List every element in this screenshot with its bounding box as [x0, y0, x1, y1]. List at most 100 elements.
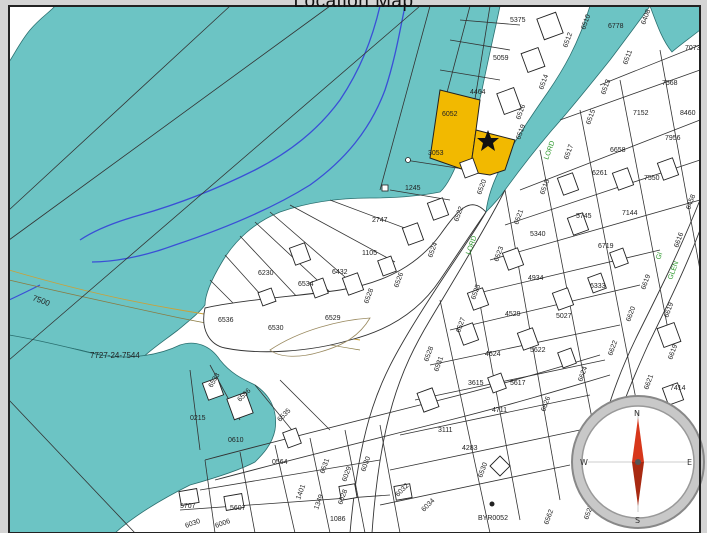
parcel-label: 6030 [184, 518, 201, 530]
stream-line-2 [79, 5, 381, 241]
parcel-label: 0610 [228, 437, 244, 444]
road-label: Gl [655, 251, 664, 260]
lot-grid-lower [179, 364, 401, 533]
lot-grid [379, 44, 701, 533]
parcel-label: 7144 [622, 210, 638, 217]
parcel-label: 1245 [405, 185, 421, 192]
parcel-label: 6527 [583, 504, 595, 521]
parcel-label: 6620 [625, 306, 637, 323]
parcel-label: 6619 [667, 344, 679, 361]
compass-hub-icon [635, 459, 641, 465]
compass-needle-south-icon [632, 462, 644, 506]
parcel-label: 6514 [538, 74, 550, 91]
parcel-label: 4529 [505, 311, 521, 318]
parcel-label: 5707 [180, 503, 196, 510]
map-border [8, 5, 701, 533]
compass-east-label: E [687, 458, 692, 467]
compass-south-label: S [635, 516, 640, 525]
parcel-label: 6536 [218, 317, 234, 324]
parcel-label: 5375 [510, 17, 526, 24]
parcel-label: 4464 [470, 89, 486, 96]
parcel-label: 6230 [258, 270, 274, 277]
parcel-label: 6029 [341, 466, 353, 483]
parcel-label: 7073 [685, 45, 701, 52]
parcel-label: 6523 [493, 246, 505, 263]
parcel-label: 0215 [190, 415, 206, 422]
parcel-label: 6529 [325, 315, 341, 322]
compass-north-label: N [634, 409, 640, 418]
parcel-label: 6626 [540, 396, 552, 413]
parcel-label: 5340 [530, 231, 546, 238]
parcel-label: 6534 [298, 281, 314, 288]
parcel-label: 5059 [493, 55, 509, 62]
parcel-label: 7956 [665, 135, 681, 142]
parcel-label: 6511 [622, 49, 634, 66]
parcel-label: 6510 [580, 14, 592, 31]
parcel-label: 6658 [610, 147, 626, 154]
parcel-label: 6458 [685, 194, 697, 211]
parcel-label: 7550 [644, 175, 660, 182]
main-road [349, 211, 487, 533]
parcel-label: 6517 [563, 144, 575, 161]
subject-star-icon [477, 130, 499, 151]
parcel-label: 5622 [530, 347, 546, 354]
parcel-label: 4711 [492, 407, 507, 414]
parcel-label: 1349 [313, 494, 325, 511]
parcel-label: 3111 [438, 427, 453, 434]
parcel-label: 0564 [272, 459, 288, 466]
parcel-label: 1401 [295, 484, 307, 501]
parcel-label: 6520 [476, 179, 488, 196]
parcel-label: 4934 [528, 275, 544, 282]
curved-road-outline [203, 204, 487, 353]
parcel-label: 5607 [230, 505, 246, 512]
parcel-label: 6432 [332, 269, 348, 276]
cul-de-sac [269, 317, 371, 357]
parcel-label: 4624 [485, 351, 501, 358]
parcel-label: 6619 [640, 274, 652, 291]
parcel-label: 7152 [633, 110, 649, 117]
parcel-label: 6522 [453, 206, 465, 223]
parcel-label: 6030 [360, 456, 372, 473]
parcel-label: 5027 [556, 313, 572, 320]
parcel-label: 6531 [319, 458, 331, 475]
parcel-label: 6512 [562, 32, 574, 49]
channel-water [485, 5, 651, 214]
parcel-label: 7414 [670, 385, 686, 392]
parcel-label: 6516 [515, 104, 527, 121]
channel-water-upper-right [649, 5, 701, 53]
parcel-label: 6619 [663, 302, 675, 319]
land-upper-left [8, 5, 56, 64]
parcel-label: 5617 [510, 380, 526, 387]
parcel-label: 6333 [590, 283, 606, 290]
parcel-label: 6528 [423, 346, 435, 363]
parcel-label-layer: 5375 6778 6510 6512 6408 5059 6514 6511 … [180, 9, 701, 530]
parcel-label: 6527 [455, 317, 467, 334]
parcel-label: 6028 [337, 489, 349, 506]
parcel-label: 6719 [598, 243, 614, 250]
parcel-label: 6261 [592, 170, 608, 177]
parcel-label: 6616 [673, 232, 685, 249]
control-point-icon [405, 157, 411, 163]
main-road-edge [371, 189, 506, 533]
parcel-label: 6006 [214, 518, 231, 530]
parcel-label: 6518 [539, 179, 551, 196]
large-parcel-label: 7727-24-7544 [90, 351, 140, 360]
parcel-label: 6528 [363, 288, 375, 305]
parcel-label: 6526 [393, 272, 405, 289]
compass-rose: N E S W [571, 395, 705, 529]
parcel-label: 6513 [600, 79, 612, 96]
parcel-label: 6778 [608, 23, 624, 30]
house-footprints [178, 11, 685, 511]
parcel-label: 6531 [433, 356, 445, 373]
parcel-label: 8460 [680, 110, 696, 117]
benchmark-point-icon [489, 501, 495, 507]
parcel-label: 5745 [576, 213, 592, 220]
benchmark-diamond-icon [489, 455, 511, 477]
parcel-label: 3615 [468, 380, 484, 387]
benchmark-label: BYR0052 [478, 515, 508, 522]
parcel-label: 6530 [268, 325, 284, 332]
control-box-icon [381, 184, 389, 192]
parcel-label: 6525 [470, 284, 482, 301]
